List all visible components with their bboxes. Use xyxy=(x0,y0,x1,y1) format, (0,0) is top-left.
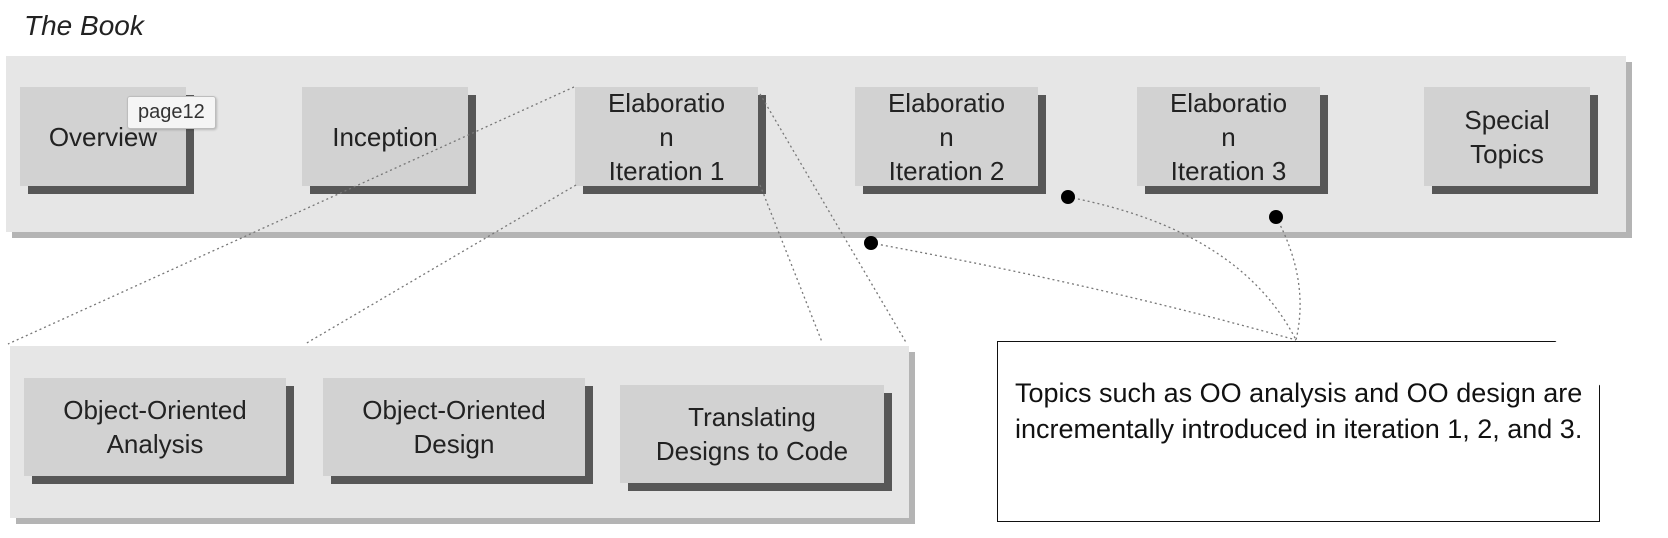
elaboration-iteration-3-box: Elaboratio n Iteration 3 xyxy=(1137,87,1320,186)
note-text: Topics such as OO analysis and OO design… xyxy=(998,342,1599,521)
anchor-dot-iteration-3 xyxy=(1269,210,1283,224)
object-oriented-analysis-box: Object-Oriented Analysis xyxy=(24,378,286,476)
note-link-iteration-2 xyxy=(1067,196,1297,341)
inception-label: Inception xyxy=(332,121,438,152)
object-oriented-analysis-label: Object-Oriented Analysis xyxy=(63,395,247,459)
object-oriented-design-label: Object-Oriented Design xyxy=(362,395,546,459)
elaboration-iteration-1-box: Elaboratio n Iteration 1 xyxy=(575,87,758,186)
elaboration-iteration-3-label: Elaboratio n Iteration 3 xyxy=(1169,87,1288,186)
note-link-iteration-1 xyxy=(870,242,1297,341)
translating-designs-to-code-label: Translating Designs to Code xyxy=(655,402,849,466)
page-tooltip: page12 xyxy=(127,96,216,129)
special-topics-box: Special Topics xyxy=(1424,87,1590,186)
elaboration-iteration-1-label: Elaboratio n Iteration 1 xyxy=(607,87,726,186)
object-oriented-design-box: Object-Oriented Design xyxy=(323,378,585,476)
note-link-iteration-3 xyxy=(1275,216,1301,341)
zoom-line-left-outer xyxy=(7,86,575,345)
anchor-dot-iteration-2 xyxy=(1061,190,1075,204)
diagram-title: The Book xyxy=(24,10,144,41)
zoom-line-right-inner xyxy=(759,184,823,343)
zoom-line-left-inner xyxy=(304,184,577,345)
special-topics-label: Special Topics xyxy=(1464,104,1550,169)
inception-box: Inception xyxy=(302,87,468,186)
zoom-line-right-outer xyxy=(759,93,908,345)
elaboration-iteration-2-box: Elaboratio n Iteration 2 xyxy=(855,87,1038,186)
anchor-dot-iteration-1 xyxy=(864,236,878,250)
translating-designs-to-code-box: Translating Designs to Code xyxy=(620,385,884,483)
book-parts-panel xyxy=(6,56,1626,232)
elaboration-iteration-2-label: Elaboratio n Iteration 2 xyxy=(887,87,1006,186)
